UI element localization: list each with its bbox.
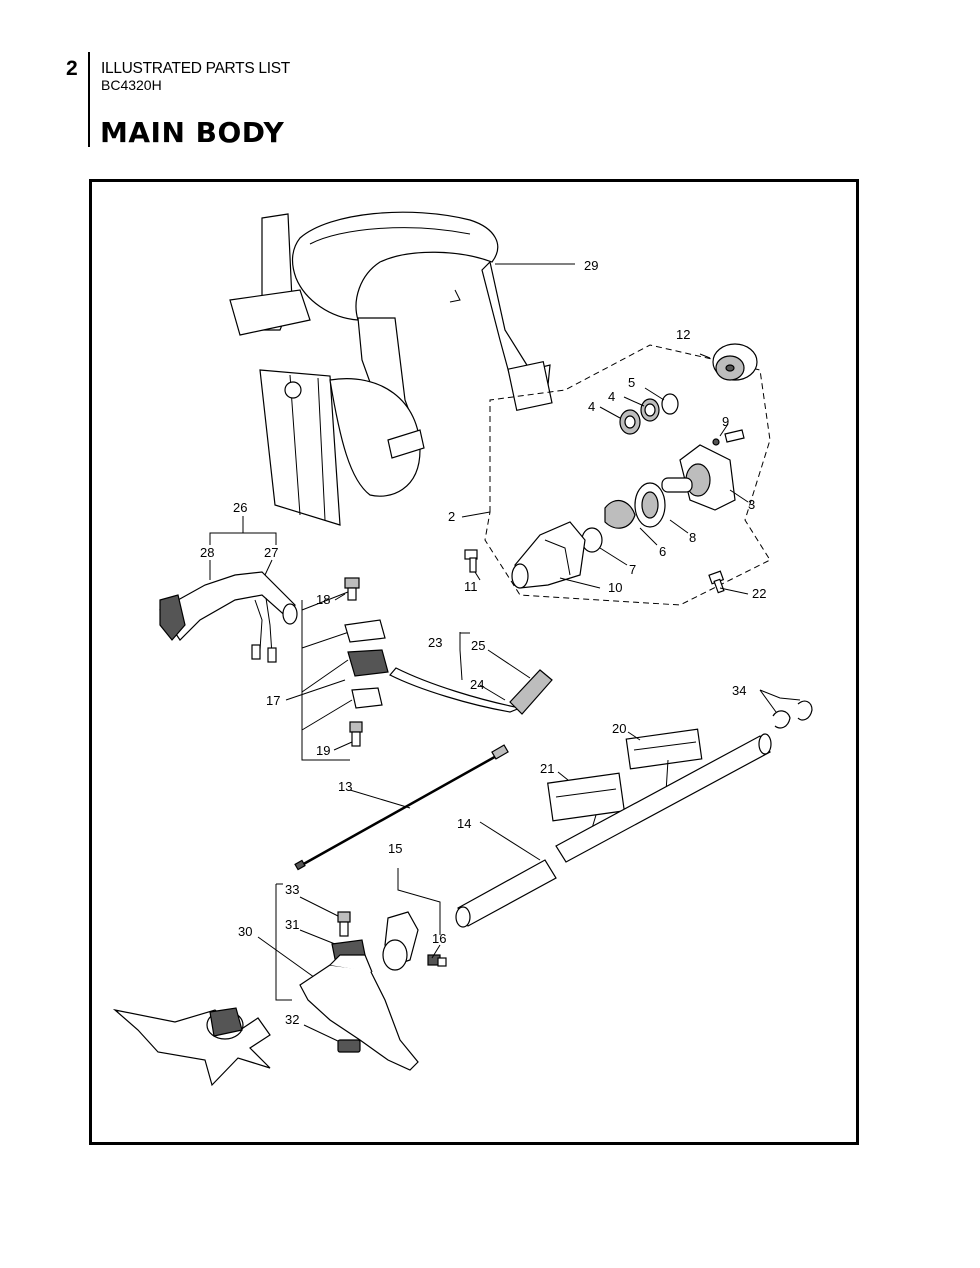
callout-17: 17 [266, 693, 280, 708]
throttle-handle [159, 571, 298, 663]
page-number: 2 [66, 57, 78, 80]
harness-part [229, 211, 553, 526]
callout-32: 32 [285, 1012, 299, 1027]
callout-30: 30 [238, 924, 252, 939]
callout-14: 14 [457, 816, 471, 831]
callout-20: 20 [612, 721, 626, 736]
model-number: BC4320H [101, 77, 162, 93]
clutch-drum [712, 343, 758, 381]
section-title: MAIN BODY [100, 116, 285, 149]
callout-15: 15 [388, 841, 402, 856]
clutch-plate [581, 482, 666, 553]
callout-31: 31 [285, 917, 299, 932]
callout-12: 12 [676, 327, 690, 342]
callout-33: 33 [285, 882, 299, 897]
callout-5: 5 [628, 375, 635, 390]
callout-2: 2 [448, 509, 455, 524]
callout-4-lower: 4 [588, 399, 595, 414]
blade-guard [299, 954, 419, 1071]
callout-16: 16 [432, 931, 446, 946]
callout-23: 23 [428, 635, 442, 650]
parts-list-title: ILLUSTRATED PARTS LIST [101, 60, 290, 77]
clips [772, 700, 813, 729]
callout-29: 29 [584, 258, 598, 273]
callout-9: 9 [722, 414, 729, 429]
callout-22: 22 [752, 586, 766, 601]
callout-26: 26 [233, 500, 247, 515]
shaft-clamp [382, 911, 447, 971]
diagram-frame [89, 179, 859, 1145]
cutting-blade [112, 1007, 271, 1087]
callout-11: 11 [464, 579, 478, 594]
callout-13: 13 [338, 779, 352, 794]
callout-7: 7 [629, 562, 636, 577]
callout-27: 27 [264, 545, 278, 560]
gear-case [661, 429, 745, 511]
callout-6: 6 [659, 544, 666, 559]
callout-4-upper: 4 [608, 389, 615, 404]
callout-25: 25 [471, 638, 485, 653]
callout-19: 19 [316, 743, 330, 758]
callout-28: 28 [200, 545, 214, 560]
callout-34: 34 [732, 683, 746, 698]
clamp-parts [344, 577, 389, 747]
callout-3: 3 [748, 497, 755, 512]
header-divider [88, 52, 90, 147]
throttle-cable [389, 667, 553, 715]
callout-21: 21 [540, 761, 554, 776]
callout-10: 10 [608, 580, 622, 595]
callout-18: 18 [316, 592, 330, 607]
cover-10 [511, 521, 586, 589]
drive-shaft-tube [455, 733, 772, 928]
callout-24: 24 [470, 677, 484, 692]
bolts [464, 549, 725, 594]
callout-8: 8 [689, 530, 696, 545]
bearings [619, 393, 679, 435]
drive-shaft [294, 744, 509, 871]
